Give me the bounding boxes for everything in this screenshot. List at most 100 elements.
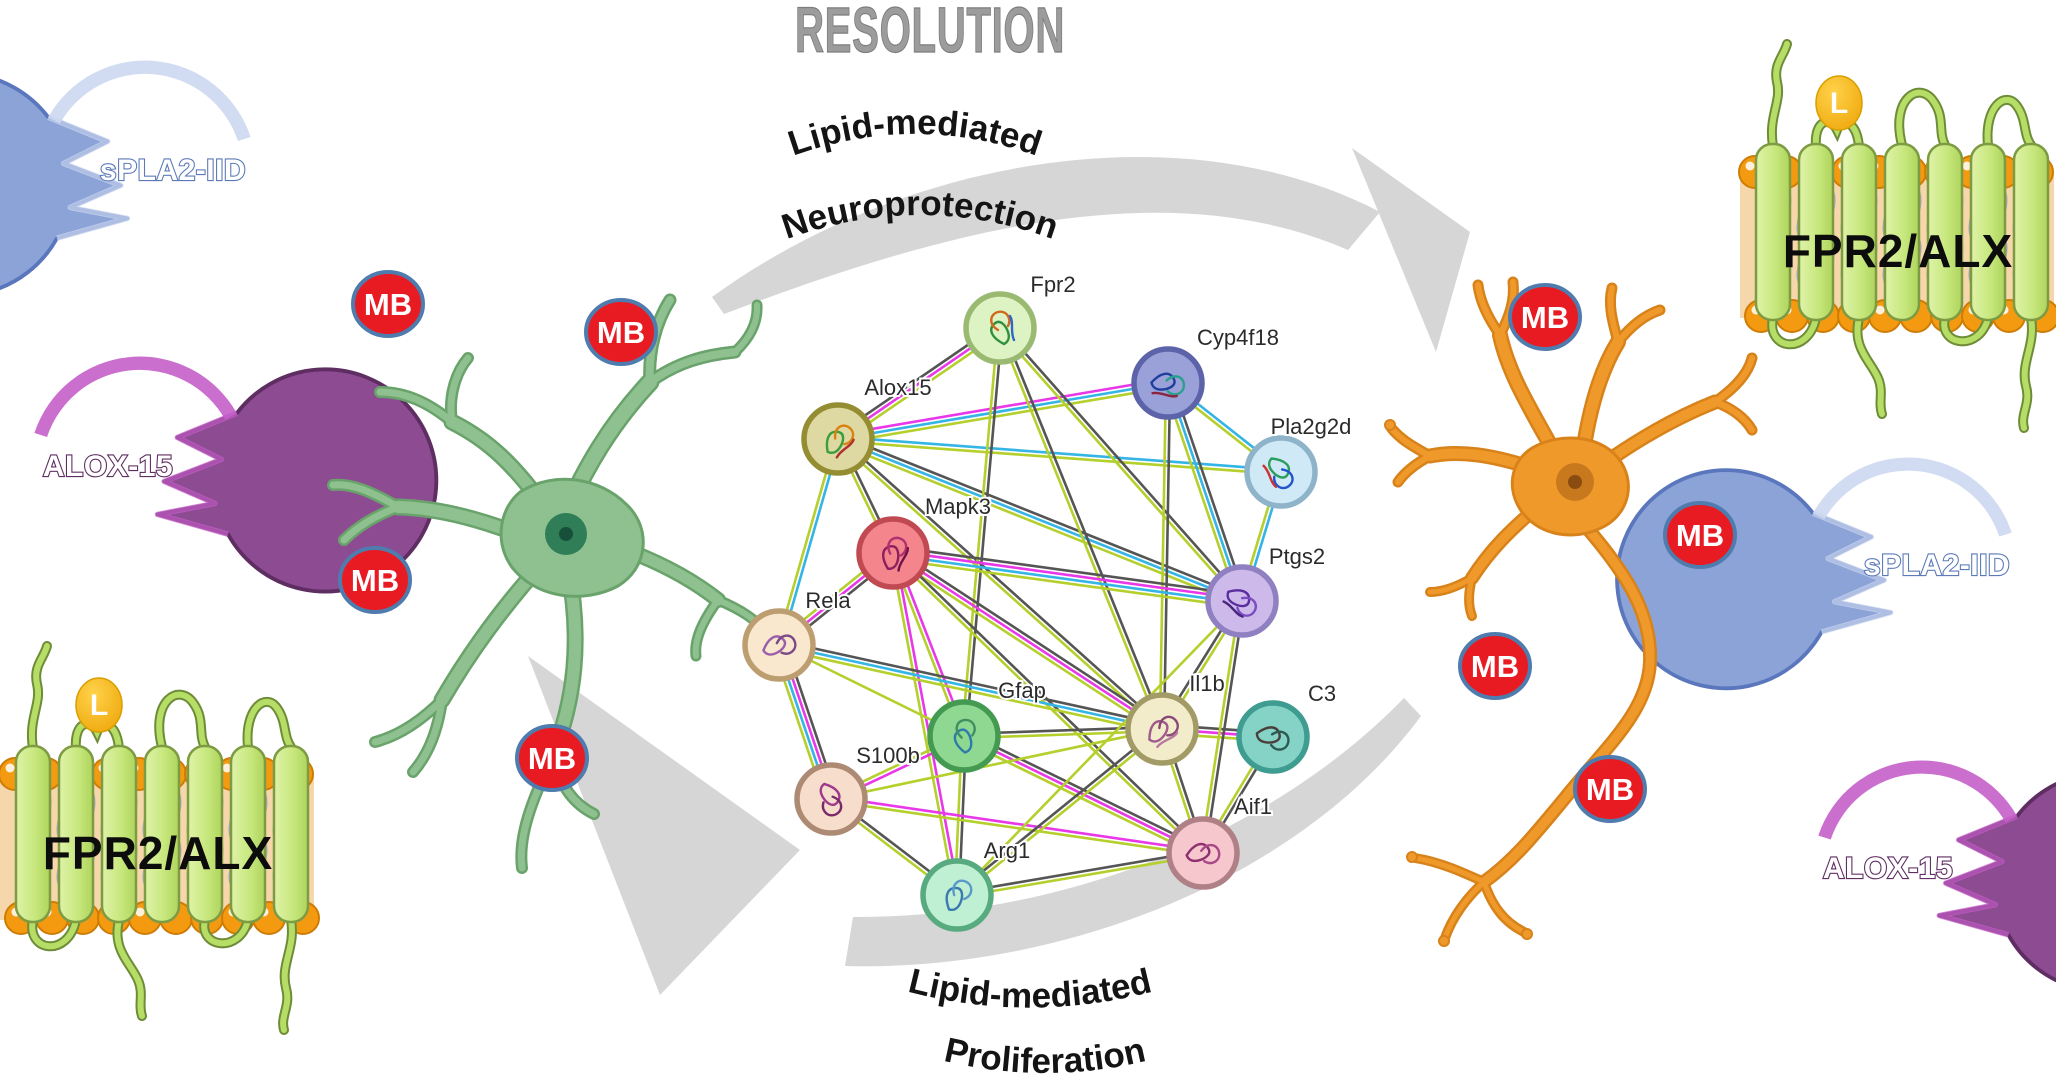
network-edge — [990, 855, 1169, 889]
mb-badges: MB MB MB MB MB MB MB MB — [338, 270, 1737, 823]
network-edge — [1209, 635, 1240, 820]
network-node-label: Alox15 — [864, 375, 931, 400]
network-edge — [1163, 417, 1171, 695]
network-edge — [865, 804, 1169, 852]
network-edge — [984, 751, 1137, 876]
mb-badge: MB — [351, 270, 425, 338]
network-edge — [998, 731, 1128, 739]
network-edge — [791, 677, 823, 766]
network-node-label: Rela — [805, 588, 851, 613]
green-neuron — [327, 293, 772, 874]
mb-badge: MB — [1663, 501, 1737, 569]
network-edge — [927, 558, 1208, 600]
network-edge — [864, 460, 1138, 705]
alox-15-enzyme-right — [1818, 760, 2056, 983]
svg-text:MB: MB — [597, 315, 645, 350]
network-node-label: Mapk3 — [925, 494, 991, 519]
network-edge — [1182, 414, 1236, 567]
bottom-arc-arrow — [845, 698, 1421, 967]
network-edge — [896, 587, 950, 862]
network-node-Il1b — [1125, 692, 1199, 766]
network-node-Arg1 — [920, 858, 994, 932]
network-node-C3 — [1236, 700, 1310, 774]
pacman-enzyme-icon — [1615, 468, 1893, 691]
network-node-Alox15 — [801, 402, 875, 476]
network-edges — [783, 343, 1274, 893]
network-edge — [871, 383, 1134, 431]
network-edge — [1196, 402, 1256, 450]
network-edge — [872, 442, 1247, 473]
ligand-l-badge-label-left: L — [90, 689, 108, 722]
network-edge — [795, 675, 827, 765]
spla2-iid-enzyme-left — [0, 60, 251, 291]
network-node-label: S100b — [856, 743, 920, 768]
network-edge — [982, 748, 1135, 873]
network-node-Aif1 — [1166, 816, 1240, 890]
bottom-cycle-label-line1: Lipid-mediated — [905, 961, 1155, 1015]
network-edge — [868, 350, 974, 424]
svg-text:MB: MB — [1471, 649, 1519, 684]
fpr2-alx-label-right: FPR2/ALX — [1783, 225, 2013, 277]
network-node-label: Fpr2 — [1030, 272, 1075, 297]
bottom-arrowhead-icon — [528, 656, 800, 995]
network-edge — [862, 463, 1136, 708]
network-edge — [872, 387, 1134, 435]
network-node-Gfap — [927, 699, 1001, 773]
network-edge — [1021, 355, 1218, 577]
network-edge — [1222, 767, 1258, 825]
network-edge — [1177, 629, 1223, 699]
network-edge — [871, 447, 1212, 586]
network-node-label: Aif1 — [1234, 794, 1272, 819]
alox-15-label-left: ALOX-15 — [43, 450, 173, 483]
network-edge — [813, 647, 1130, 719]
network-edge — [864, 343, 970, 417]
network-edge — [1173, 761, 1195, 820]
top-cycle-label-line1: Lipid-mediated — [783, 103, 1046, 164]
network-edge — [996, 746, 1174, 835]
network-node-Cyp4f18 — [1131, 346, 1205, 420]
network-node-Mapk3 — [856, 516, 930, 590]
network-edge — [850, 471, 877, 523]
network-edge — [803, 571, 864, 621]
network-edge — [868, 454, 1209, 593]
network-node-label: C3 — [1308, 681, 1336, 706]
network-edge — [787, 678, 819, 767]
network-edge — [808, 577, 869, 627]
svg-text:MB: MB — [1586, 772, 1634, 807]
network-edge — [861, 748, 932, 783]
svg-text:MB: MB — [528, 741, 576, 776]
network-edge — [1193, 405, 1253, 453]
network-edge — [1014, 359, 1152, 697]
network-edge — [1024, 352, 1221, 574]
network-node-S100b — [794, 762, 868, 836]
mb-badge: MB — [1573, 755, 1647, 823]
fpr2-alx-receptor-left — [0, 641, 320, 1035]
ligand-l-badge-icon — [1815, 75, 1863, 131]
network-edge — [859, 817, 931, 873]
network-edge — [921, 571, 1134, 711]
network-node-Rela — [742, 608, 816, 682]
network-node-label: Arg1 — [984, 838, 1030, 863]
svg-text:MB: MB — [351, 563, 399, 598]
svg-text:MB: MB — [364, 287, 412, 322]
network-edge — [967, 362, 1001, 702]
network-node-label: Cyp4f18 — [1197, 325, 1279, 350]
network-edge — [1253, 505, 1274, 569]
network-edge — [789, 472, 832, 613]
network-node-Fpr2 — [963, 291, 1037, 365]
network-edge — [872, 438, 1247, 469]
network-edge — [926, 562, 1207, 604]
network-edge — [870, 451, 1210, 589]
network-edge — [872, 391, 1135, 439]
svg-text:MB: MB — [1521, 300, 1569, 335]
network-edge — [866, 347, 972, 420]
network-edge — [1010, 360, 1148, 698]
network-edge — [864, 735, 1129, 793]
fpr2-alx-label-left: FPR2/ALX — [43, 827, 273, 879]
network-edge — [1181, 631, 1227, 701]
network-edge — [863, 752, 934, 787]
network-edge — [1205, 634, 1236, 819]
network-edge — [1249, 504, 1270, 568]
